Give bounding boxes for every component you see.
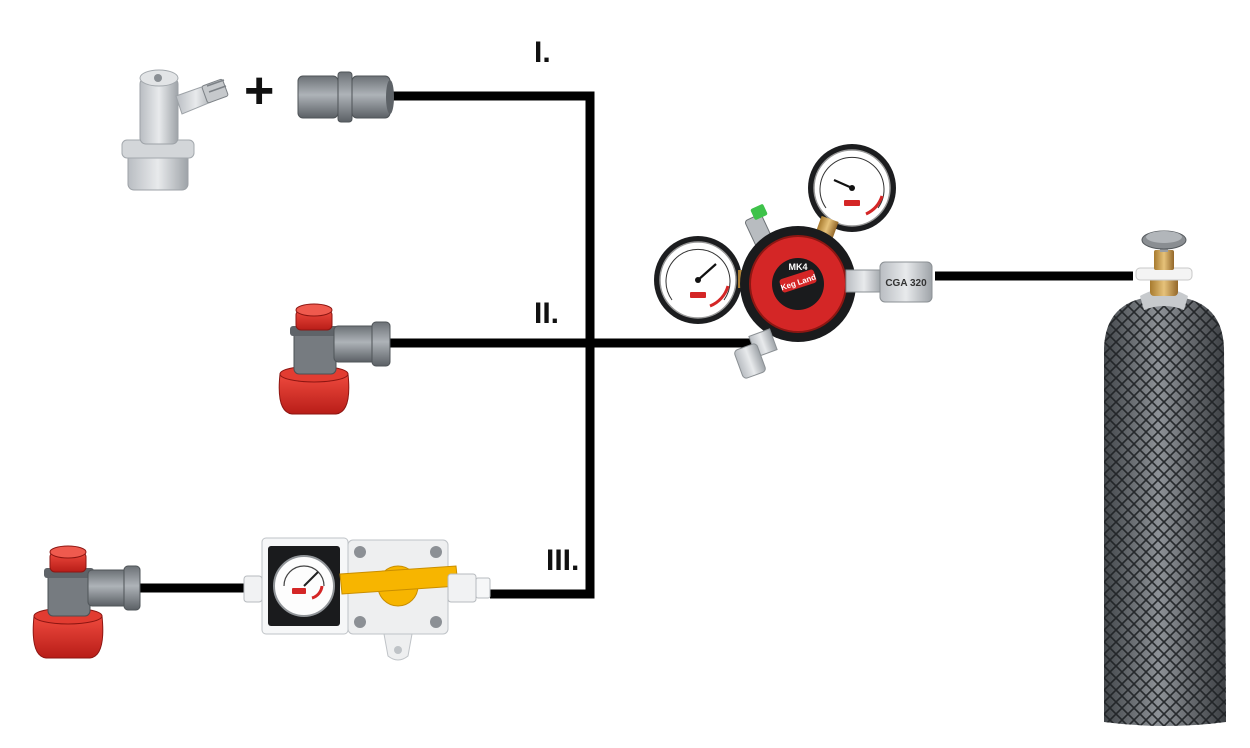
gas-lines [140,91,1133,599]
cga-label: CGA 320 [885,278,927,289]
inline-regulator-icon [243,537,491,661]
regulator-model: MK4 [788,262,807,272]
push-in-fitting-icon [297,71,394,123]
high-pressure-gauge-icon [808,144,896,232]
label-line-1: I. [534,36,551,69]
label-line-2: II. [534,297,559,330]
low-pressure-gauge-icon [654,236,742,324]
primary-regulator-icon: MK4 Keg Land CGA 320 [654,144,933,379]
ball-lock-gas-disconnect-icon [121,69,229,191]
red-gas-disconnect-icon [278,303,391,415]
red-gas-disconnect-icon [32,545,141,659]
label-line-3: III. [546,544,579,577]
co2-cylinder-icon [1104,230,1226,726]
plus-sign: + [244,62,274,120]
